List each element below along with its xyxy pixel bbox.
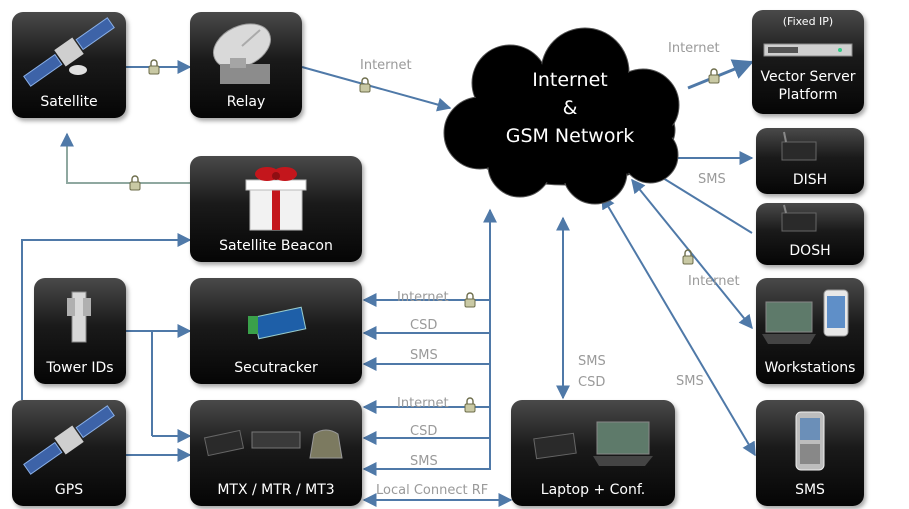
- edge-label-local-connect: Local Connect RF: [376, 483, 489, 498]
- node-satellite-label: Satellite: [40, 94, 98, 110]
- node-dish: DISH: [756, 128, 864, 194]
- node-workstations: Workstations: [756, 278, 864, 384]
- circuit-board-icon: [248, 306, 307, 340]
- node-dish-label: DISH: [792, 172, 828, 188]
- node-secutracker-label: Secutracker: [234, 360, 318, 376]
- node-tower-ids: Tower IDs: [34, 278, 126, 384]
- link-cloud-phone: [601, 194, 756, 457]
- edge-label-server-internet: Internet: [668, 41, 720, 56]
- edge-label-workstations-internet: Internet: [688, 274, 740, 289]
- node-mtx-label: MTX / MTR / MT3: [217, 482, 335, 498]
- cell-tower-icon: [67, 291, 91, 343]
- node-mtx: MTX / MTR / MT3: [190, 400, 362, 506]
- tracker-device-icon: [781, 131, 817, 161]
- edge-label-secu-sms: SMS: [410, 348, 438, 363]
- tracker-devices-icon: [203, 429, 343, 459]
- node-dosh: DOSH: [756, 203, 864, 265]
- link-beacon-satellite: [60, 132, 190, 184]
- edge-label-relay-internet: Internet: [360, 58, 412, 73]
- edge-label-phone-sms: SMS: [676, 374, 704, 389]
- cloud-line-2: &: [562, 97, 578, 119]
- node-laptop-label: Laptop + Conf.: [540, 482, 646, 498]
- node-vector-server: (Fixed IP) Vector Server Platform: [752, 10, 864, 114]
- edge-label-mtx-sms: SMS: [410, 454, 438, 469]
- laptop-and-phone-icon: [762, 289, 849, 344]
- node-secutracker: Secutracker: [190, 278, 362, 384]
- link-relay-cloud: [301, 66, 452, 112]
- node-workstations-label: Workstations: [764, 360, 856, 376]
- fixed-ip-label: (Fixed IP): [782, 15, 834, 28]
- node-sms-phone: SMS: [756, 400, 864, 506]
- tracker-device-icon: [781, 204, 817, 232]
- cloud-line-1: Internet: [532, 69, 608, 91]
- edge-label-secu-internet: Internet: [397, 290, 449, 305]
- node-satellite: Satellite: [12, 12, 126, 118]
- node-vector-server-label: Vector Server Platform: [752, 68, 864, 104]
- edge-label-mtx-internet: Internet: [397, 396, 449, 411]
- server-line-2: Platform: [778, 87, 838, 103]
- server-rack-icon: [763, 43, 853, 57]
- edge-label-laptop-sms: SMS: [578, 354, 606, 369]
- node-satellite-beacon: Satellite Beacon: [190, 156, 362, 262]
- laptop-and-device-icon: [533, 421, 653, 466]
- node-gps-label: GPS: [54, 482, 84, 498]
- satellite-dish-icon: [213, 23, 271, 84]
- link-gps-beacon: [21, 233, 192, 400]
- edge-label-laptop-csd: CSD: [578, 375, 606, 390]
- node-satellite-beacon-label: Satellite Beacon: [219, 238, 333, 254]
- link-cloud-server: [687, 59, 754, 90]
- node-dosh-label: DOSH: [789, 243, 831, 259]
- cloud-line-3: GSM Network: [505, 125, 635, 147]
- server-line-1: Vector Server: [760, 69, 856, 85]
- edge-label-secu-csd: CSD: [410, 318, 438, 333]
- node-relay-label: Relay: [226, 94, 266, 110]
- mobile-phone-icon: [795, 411, 825, 471]
- node-sms-phone-label: SMS: [795, 482, 825, 498]
- node-gps: GPS: [12, 400, 126, 506]
- node-laptop: Laptop + Conf.: [511, 400, 675, 506]
- edge-label-dish-sms: SMS: [698, 172, 726, 187]
- node-tower-ids-label: Tower IDs: [46, 360, 114, 376]
- node-relay: Relay: [190, 12, 302, 118]
- satellite-icon: [23, 17, 115, 87]
- edge-label-mtx-csd: CSD: [410, 424, 438, 439]
- gift-box-icon: [245, 167, 307, 231]
- gps-satellite-icon: [23, 405, 115, 475]
